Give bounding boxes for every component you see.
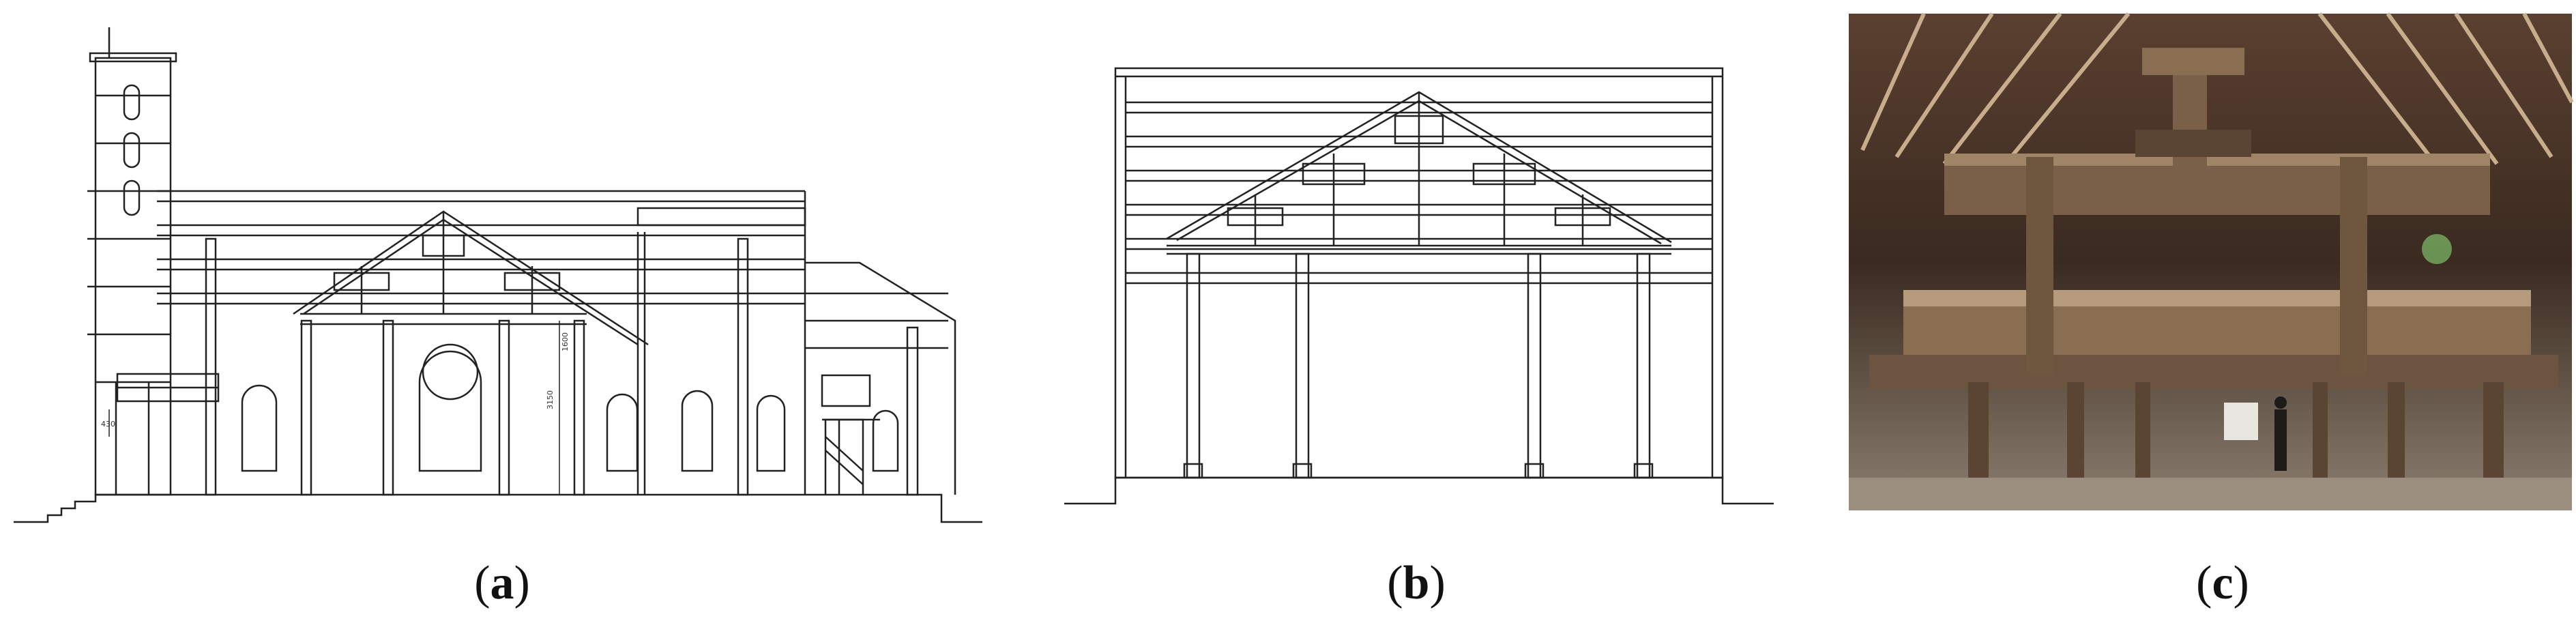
section-drawing-b-svg (1064, 67, 1774, 505)
bell-tower (94, 57, 172, 496)
interior-photo-svg (1849, 12, 2574, 510)
timber-post (2026, 157, 2053, 375)
ground-line (1064, 476, 1774, 505)
dimension-label: 1600 (561, 332, 570, 351)
human-figure (2274, 409, 2287, 471)
arched-window (606, 393, 639, 472)
column (1186, 252, 1201, 479)
section-drawing-a-svg: 430 3150 1600 (14, 27, 982, 523)
outer-frame (1114, 67, 1724, 479)
arched-window (418, 350, 482, 472)
photo-background (1849, 14, 2572, 510)
dimension-label: 3150 (546, 390, 555, 409)
rose-window (422, 343, 479, 401)
section-drawing-a: 430 3150 1600 (0, 0, 989, 546)
column (1295, 252, 1310, 479)
interior-photo (1842, 0, 2576, 546)
ground-line (14, 493, 982, 523)
column (205, 237, 217, 496)
arched-window (756, 394, 786, 472)
column (573, 319, 585, 496)
section-drawing-b (1051, 0, 1787, 546)
column (1636, 252, 1651, 479)
caption-a: (a) (474, 557, 530, 609)
column (300, 319, 312, 496)
dimension-label: 430 (101, 420, 115, 429)
column (1527, 252, 1542, 479)
arched-window (241, 384, 278, 472)
caption-b: (b) (1387, 557, 1446, 609)
arched-window (681, 390, 714, 472)
column (737, 237, 749, 496)
column (498, 319, 510, 496)
caption-c: (c) (2196, 557, 2249, 609)
timber-post (2340, 157, 2367, 375)
window-light (2224, 403, 2258, 440)
column (382, 319, 394, 496)
side-annex (805, 261, 956, 495)
